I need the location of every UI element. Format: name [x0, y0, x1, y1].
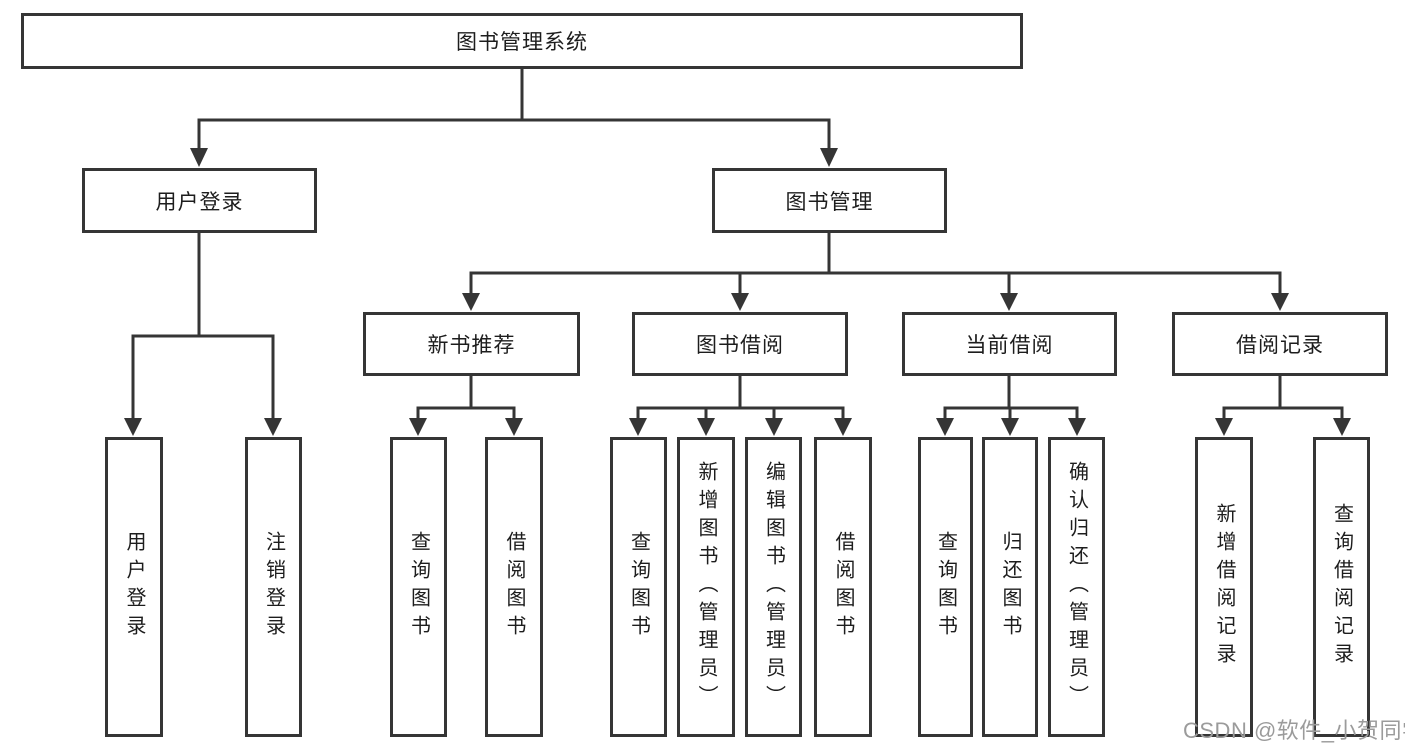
- leaf-br-query-record: 查询借阅记录: [1313, 437, 1370, 737]
- node-book-management-label: 图书管理: [785, 190, 874, 214]
- node-new-book-recommend-label: 新书推荐: [427, 334, 516, 357]
- leaf-bb-borrow-books-label: 借阅图书: [832, 531, 854, 643]
- leaf-br-add-record: 新增借阅记录: [1195, 437, 1253, 737]
- node-current-borrow-label: 当前借阅: [965, 334, 1054, 357]
- leaf-cb-return-books-label: 归还图书: [999, 531, 1021, 643]
- node-root-label: 图书管理系统: [456, 31, 588, 54]
- leaf-bb-add-books-label: 新增图书（管理员）: [695, 461, 717, 713]
- leaf-user-login-label: 用户登录: [123, 531, 145, 643]
- leaf-nbr-borrow-books: 借阅图书: [485, 437, 543, 737]
- leaf-nbr-query-books-label: 查询图书: [407, 531, 430, 643]
- leaf-cb-confirm-return-label: 确认归还（管理员）: [1065, 461, 1088, 713]
- leaf-nbr-query-books: 查询图书: [390, 437, 447, 737]
- node-user-login-label: 用户登录: [155, 190, 244, 214]
- node-user-login: 用户登录: [82, 168, 317, 233]
- leaf-logout: 注销登录: [245, 437, 302, 737]
- leaf-nbr-borrow-books-label: 借阅图书: [503, 531, 525, 643]
- node-book-borrow-label: 图书借阅: [696, 334, 784, 357]
- leaf-cb-confirm-return: 确认归还（管理员）: [1048, 437, 1105, 737]
- leaf-bb-edit-books-label: 编辑图书（管理员）: [762, 461, 785, 713]
- leaf-cb-return-books: 归还图书: [982, 437, 1038, 737]
- leaf-bb-borrow-books: 借阅图书: [814, 437, 872, 737]
- leaf-br-add-record-label: 新增借阅记录: [1213, 503, 1235, 671]
- leaf-bb-edit-books: 编辑图书（管理员）: [745, 437, 802, 737]
- node-root: 图书管理系统: [21, 13, 1023, 69]
- leaf-user-login: 用户登录: [105, 437, 163, 737]
- leaf-cb-query-books-label: 查询图书: [934, 531, 957, 643]
- leaf-bb-query-books: 查询图书: [610, 437, 667, 737]
- node-current-borrow: 当前借阅: [902, 312, 1117, 376]
- leaf-bb-add-books: 新增图书（管理员）: [677, 437, 735, 737]
- node-book-borrow: 图书借阅: [632, 312, 848, 376]
- watermark: CSDN @软件_小贺同学: [1183, 718, 1405, 743]
- node-borrow-records: 借阅记录: [1172, 312, 1388, 376]
- leaf-logout-label: 注销登录: [262, 531, 285, 643]
- leaf-cb-query-books: 查询图书: [918, 437, 973, 737]
- node-book-management: 图书管理: [712, 168, 947, 233]
- node-new-book-recommend: 新书推荐: [363, 312, 580, 376]
- leaf-bb-query-books-label: 查询图书: [627, 531, 650, 643]
- node-borrow-records-label: 借阅记录: [1236, 334, 1324, 357]
- leaf-br-query-record-label: 查询借阅记录: [1330, 503, 1353, 671]
